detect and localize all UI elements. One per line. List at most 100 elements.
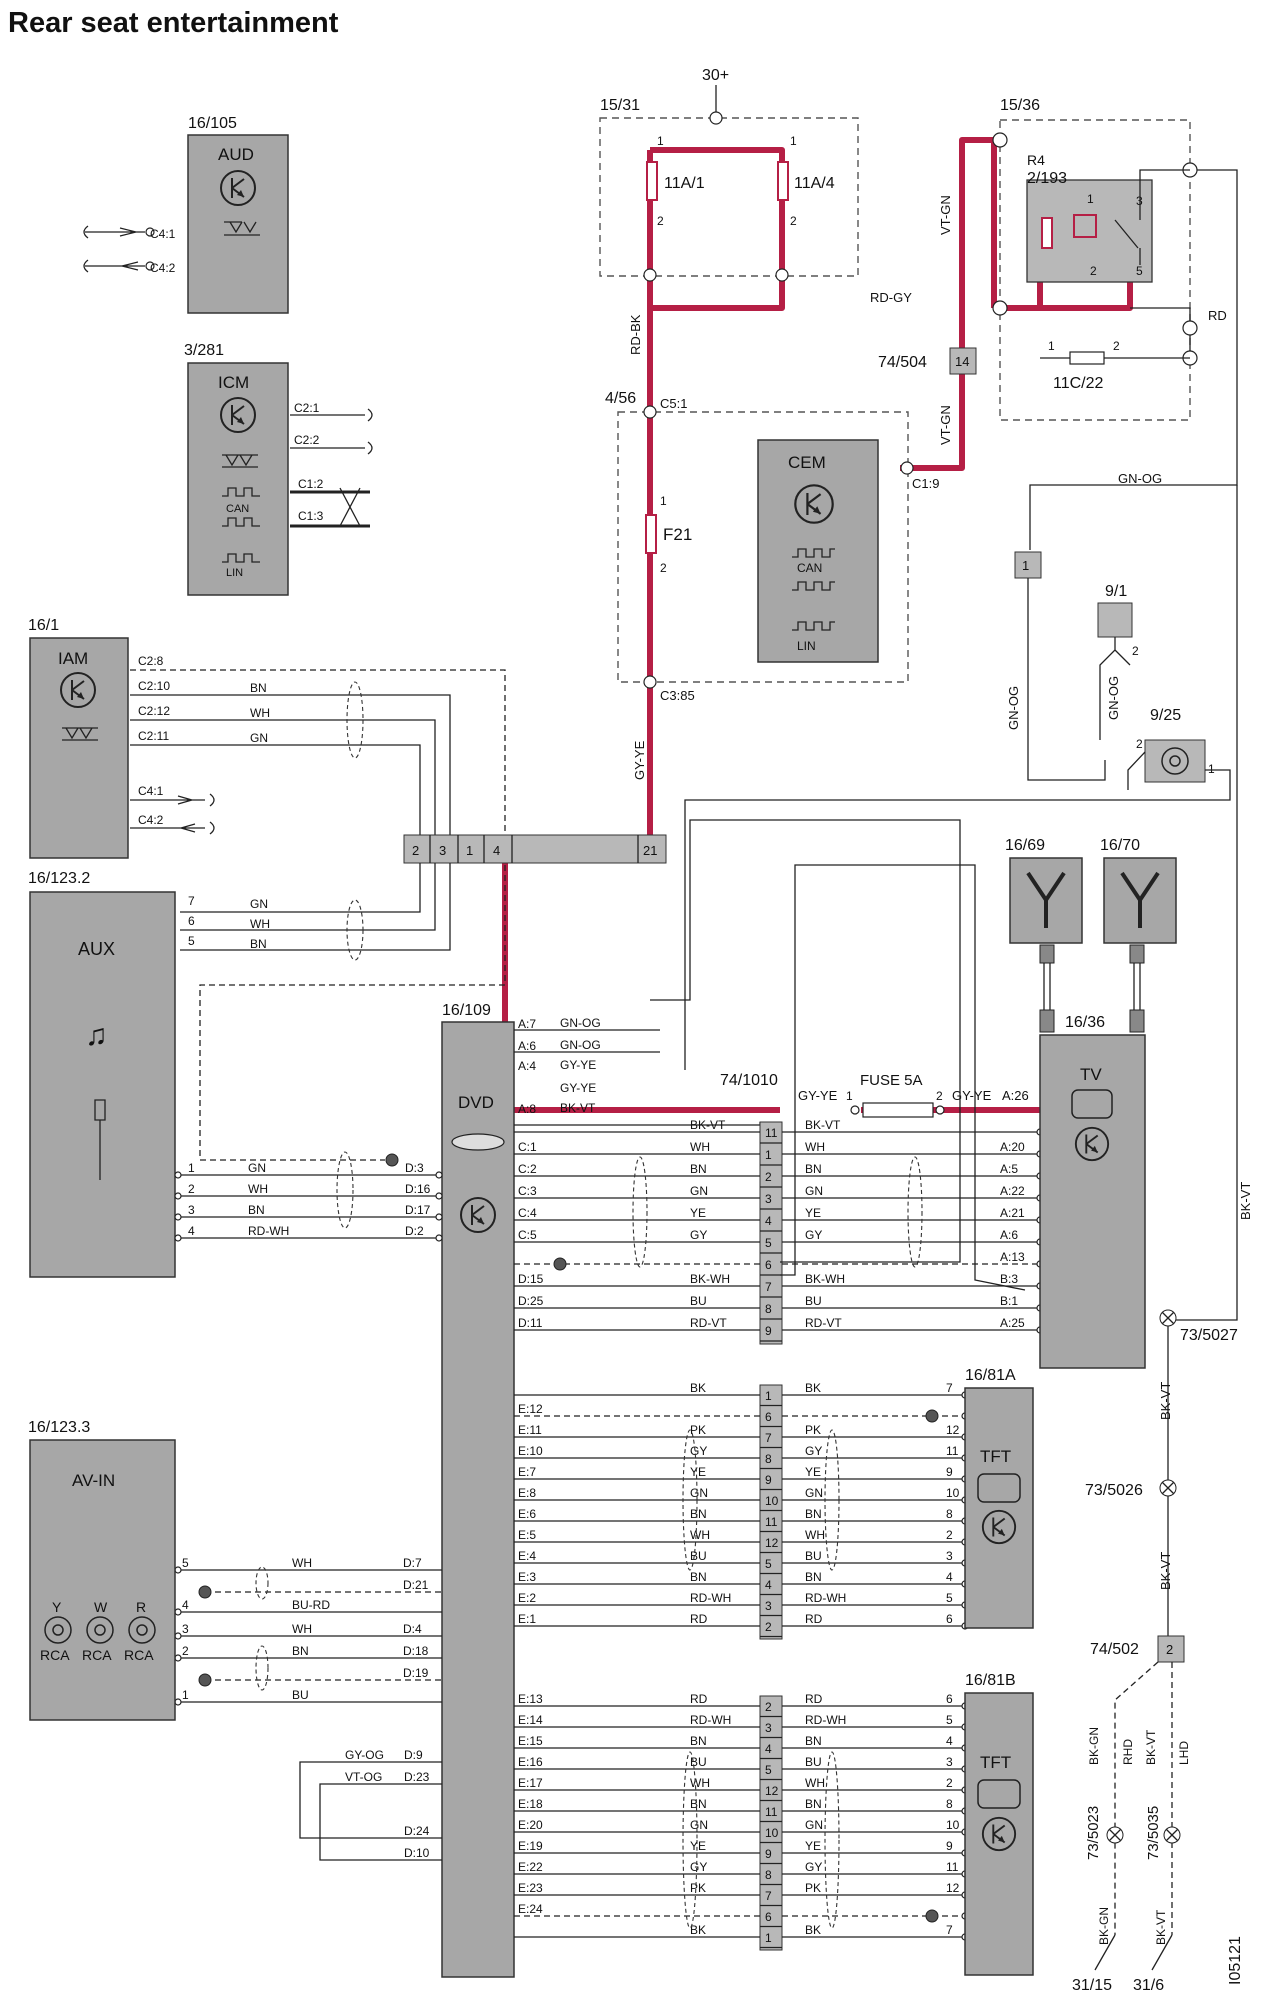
terminal-pin-label: 2: [946, 1776, 953, 1790]
terminal-pin-label: 4: [946, 1734, 953, 1748]
wire-color-label: WH: [292, 1556, 312, 1570]
dvd-pin-label: E:1: [518, 1612, 536, 1626]
svg-text:R: R: [136, 1599, 146, 1615]
fuse-5a-row: 74/1010 FUSE 5A 1 2 GY-YE GY-YE A:26: [720, 1072, 1029, 1118]
wire-color-label: BN: [805, 1797, 822, 1811]
svg-text:BK-GN: BK-GN: [1087, 1727, 1101, 1765]
dvd-pin-label: E:13: [518, 1692, 543, 1706]
shield-icon: [255, 1645, 269, 1691]
wire-color-label: BN: [690, 1797, 707, 1811]
svg-text:A:26: A:26: [1002, 1088, 1029, 1103]
fuse-11a4: [777, 161, 789, 201]
wire-color-label: BN: [690, 1734, 707, 1748]
wire-color-label: GY-YE: [560, 1058, 596, 1072]
pin: [435, 1192, 443, 1200]
svg-text:9/1: 9/1: [1105, 583, 1127, 600]
svg-text:CAN: CAN: [797, 561, 822, 575]
pin-number: 4: [182, 1598, 189, 1612]
terminal-pin-label: 10: [946, 1486, 960, 1500]
wire-color-label: RD-WH: [805, 1591, 846, 1605]
terminal-pin-label: 12: [946, 1881, 960, 1895]
svg-text:1: 1: [657, 134, 664, 148]
svg-text:LHD: LHD: [1177, 1741, 1191, 1765]
svg-text:2: 2: [412, 843, 419, 858]
wire-color-label: BK-WH: [805, 1272, 845, 1286]
wire-color-label: BK-VT: [805, 1118, 841, 1132]
connector-pin-number: 1: [765, 1389, 772, 1403]
svg-text:CAN: CAN: [226, 503, 249, 515]
dvd-pin-label: E:23: [518, 1881, 543, 1895]
fusebox-outline: [599, 117, 859, 277]
pin: [174, 1632, 182, 1640]
svg-text:7: 7: [188, 894, 195, 908]
wire-rdgy: RD-GY: [870, 290, 912, 305]
terminal-pin-label: 7: [946, 1381, 953, 1395]
svg-text:W: W: [94, 1599, 108, 1615]
screen-icon: [977, 1473, 1021, 1503]
screen-icon: [977, 1779, 1021, 1809]
tv-module: 16/36 TV: [650, 819, 1146, 1369]
dvd-pin-label: E:19: [518, 1839, 543, 1853]
svg-text:15/36: 15/36: [1000, 97, 1040, 114]
cem-label: CEM: [788, 453, 826, 472]
terminal-pin-label: 8: [946, 1797, 953, 1811]
wire-color-label: BU-RD: [292, 1598, 330, 1612]
svg-text:2: 2: [1090, 264, 1097, 278]
dvd-pin-label: D:7: [403, 1556, 422, 1570]
dvd-pin-label: D:4: [403, 1622, 422, 1636]
svg-text:16/123.3: 16/123.3: [28, 1419, 90, 1436]
wire-color-label: BN: [805, 1570, 822, 1584]
dvd-pin-label: E:18: [518, 1797, 543, 1811]
svg-text:WH: WH: [250, 917, 270, 931]
terminal-pin-label: 3: [946, 1755, 953, 1769]
connector-pin-number: 2: [765, 1700, 772, 1714]
wire-color-label: RD-WH: [248, 1224, 289, 1238]
svg-text:74/502: 74/502: [1090, 1641, 1139, 1658]
dvd-pin-label: D:9: [404, 1748, 423, 1762]
wire-color-label: GN-OG: [560, 1038, 601, 1052]
pin-number: 3: [188, 1203, 195, 1217]
svg-text:C2:11: C2:11: [138, 729, 169, 743]
connector-pin-number: 7: [765, 1431, 772, 1445]
svg-text:BK-VT: BK-VT: [1154, 1909, 1168, 1945]
wire-color-label: YE: [805, 1206, 821, 1220]
fuse-f21: [645, 514, 657, 554]
wire-color-label: BN: [805, 1162, 822, 1176]
connector-pin-number: 8: [765, 1452, 772, 1466]
pin: [174, 1566, 182, 1574]
wire-color-label: WH: [690, 1140, 710, 1154]
pin-number: 4: [188, 1224, 195, 1238]
svg-text:GN-OG: GN-OG: [1118, 471, 1162, 486]
terminal-pin-label: 11: [946, 1444, 959, 1458]
dvd-pin-label: E:3: [518, 1570, 536, 1584]
dvd-pin-label: E:11: [518, 1423, 542, 1437]
ground-icon: [925, 1409, 939, 1423]
svg-text:5: 5: [188, 934, 195, 948]
svg-text:1: 1: [466, 843, 473, 858]
svg-text:6: 6: [188, 914, 195, 928]
svg-text:74/1010: 74/1010: [720, 1072, 778, 1089]
rca-jack-icon: [44, 1616, 72, 1644]
dvd-pin-label: C:2: [518, 1162, 537, 1176]
svg-text:2: 2: [790, 214, 797, 228]
svg-text:LIN: LIN: [226, 567, 243, 579]
relay-coil: [1041, 217, 1053, 249]
pin-number: 2: [188, 1182, 195, 1196]
connector-pin-number: 4: [765, 1578, 772, 1592]
svg-text:FUSE 5A: FUSE 5A: [860, 1072, 923, 1089]
wire-color-label: GN: [805, 1184, 823, 1198]
dvd-pin-label: D:24: [404, 1824, 430, 1838]
svg-text:11C/22: 11C/22: [1053, 375, 1104, 392]
wire-color-label: BU: [690, 1549, 707, 1563]
wire-color-label: YE: [690, 1206, 706, 1220]
aux-box: [29, 891, 176, 1278]
connector-block: [759, 1695, 783, 1951]
terminal-pin-label: A:13: [1000, 1250, 1025, 1264]
fusebox-15-31: 15/31 30+ 11A/1 11A/4 1 1 2 2 RD-BK RD-G…: [599, 67, 912, 355]
svg-text:GN: GN: [250, 897, 268, 911]
terminal-pin-label: 6: [946, 1692, 953, 1706]
antenna-icon: [1026, 871, 1066, 928]
wire-color-label: YE: [805, 1465, 821, 1479]
wire-color-label: VT-OG: [345, 1770, 382, 1784]
